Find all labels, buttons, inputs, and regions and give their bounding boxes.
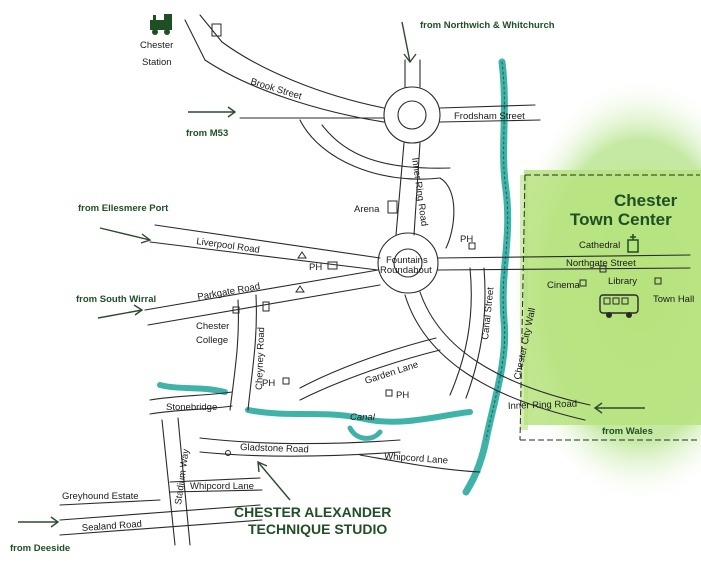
pub-label: PH <box>460 234 473 245</box>
road-sealand: Sealand Road <box>81 519 142 534</box>
pub-label: PH <box>396 390 409 401</box>
road-brook-street: Brook Street <box>249 76 303 102</box>
label-from-wales: from Wales <box>602 426 653 437</box>
road-inner-ring-north: Inner Ring Road <box>409 157 430 227</box>
church-icon <box>627 234 639 253</box>
town-center-title-line1: Chester <box>614 191 678 210</box>
studio-title-line1: CHESTER ALEXANDER <box>234 504 391 520</box>
roads <box>59 14 691 546</box>
direction-arrows <box>18 21 645 528</box>
pub-label: PH <box>309 262 322 273</box>
place-cathedral: Cathedral <box>579 240 620 251</box>
place-arena: Arena <box>354 204 380 215</box>
train-icon <box>150 14 172 35</box>
place-station-line2: Station <box>142 57 172 68</box>
building-icon <box>211 23 662 456</box>
road-northgate: Northgate Street <box>566 258 636 269</box>
road-stonebridge: Stonebridge <box>166 402 217 413</box>
road-whipcord-east: Whipcord Lane <box>384 451 449 466</box>
place-greyhound-estate: Greyhound Estate <box>62 491 139 502</box>
road-gladstone: Gladstone Road <box>240 442 309 455</box>
road-whipcord-west: Whipcord Lane <box>190 481 254 492</box>
place-station-line1: Chester <box>140 40 173 51</box>
place-town-hall: Town Hall <box>653 294 694 305</box>
place-college-line2: College <box>196 335 228 346</box>
bus-icon <box>599 294 639 318</box>
label-from-ellesmere: from Ellesmere Port <box>78 203 169 214</box>
label-from-deeside: from Deeside <box>10 543 70 554</box>
road-cheyney: Cheyney Road <box>254 327 267 390</box>
place-fountains-line2: Roundabout <box>380 265 432 276</box>
label-from-south-wirral: from South Wirral <box>76 294 156 305</box>
road-stadium-way: Stadium Way <box>173 448 192 505</box>
place-cinema: Cinema <box>547 280 580 291</box>
town-center-title-line2: Town Center <box>570 210 672 229</box>
place-canal: Canal <box>350 412 376 423</box>
label-from-m53: from M53 <box>186 128 228 139</box>
label-from-northwich: from Northwich & Whitchurch <box>420 20 555 31</box>
place-fountains-line1: Fountains <box>386 255 428 266</box>
road-parkgate: Parkgate Road <box>197 281 261 303</box>
canal-water <box>157 58 512 496</box>
road-frodsham-street: Frodsham Street <box>454 111 525 122</box>
place-college-line1: Chester <box>196 321 229 332</box>
pub-label: PH <box>262 378 275 389</box>
city-wall <box>519 174 700 441</box>
place-library: Library <box>608 276 637 287</box>
road-canal-street: Canal Street <box>480 286 496 340</box>
road-inner-ring-east: Inner Ring Road <box>508 399 578 412</box>
studio-title-line2: TECHNIQUE STUDIO <box>248 521 387 537</box>
